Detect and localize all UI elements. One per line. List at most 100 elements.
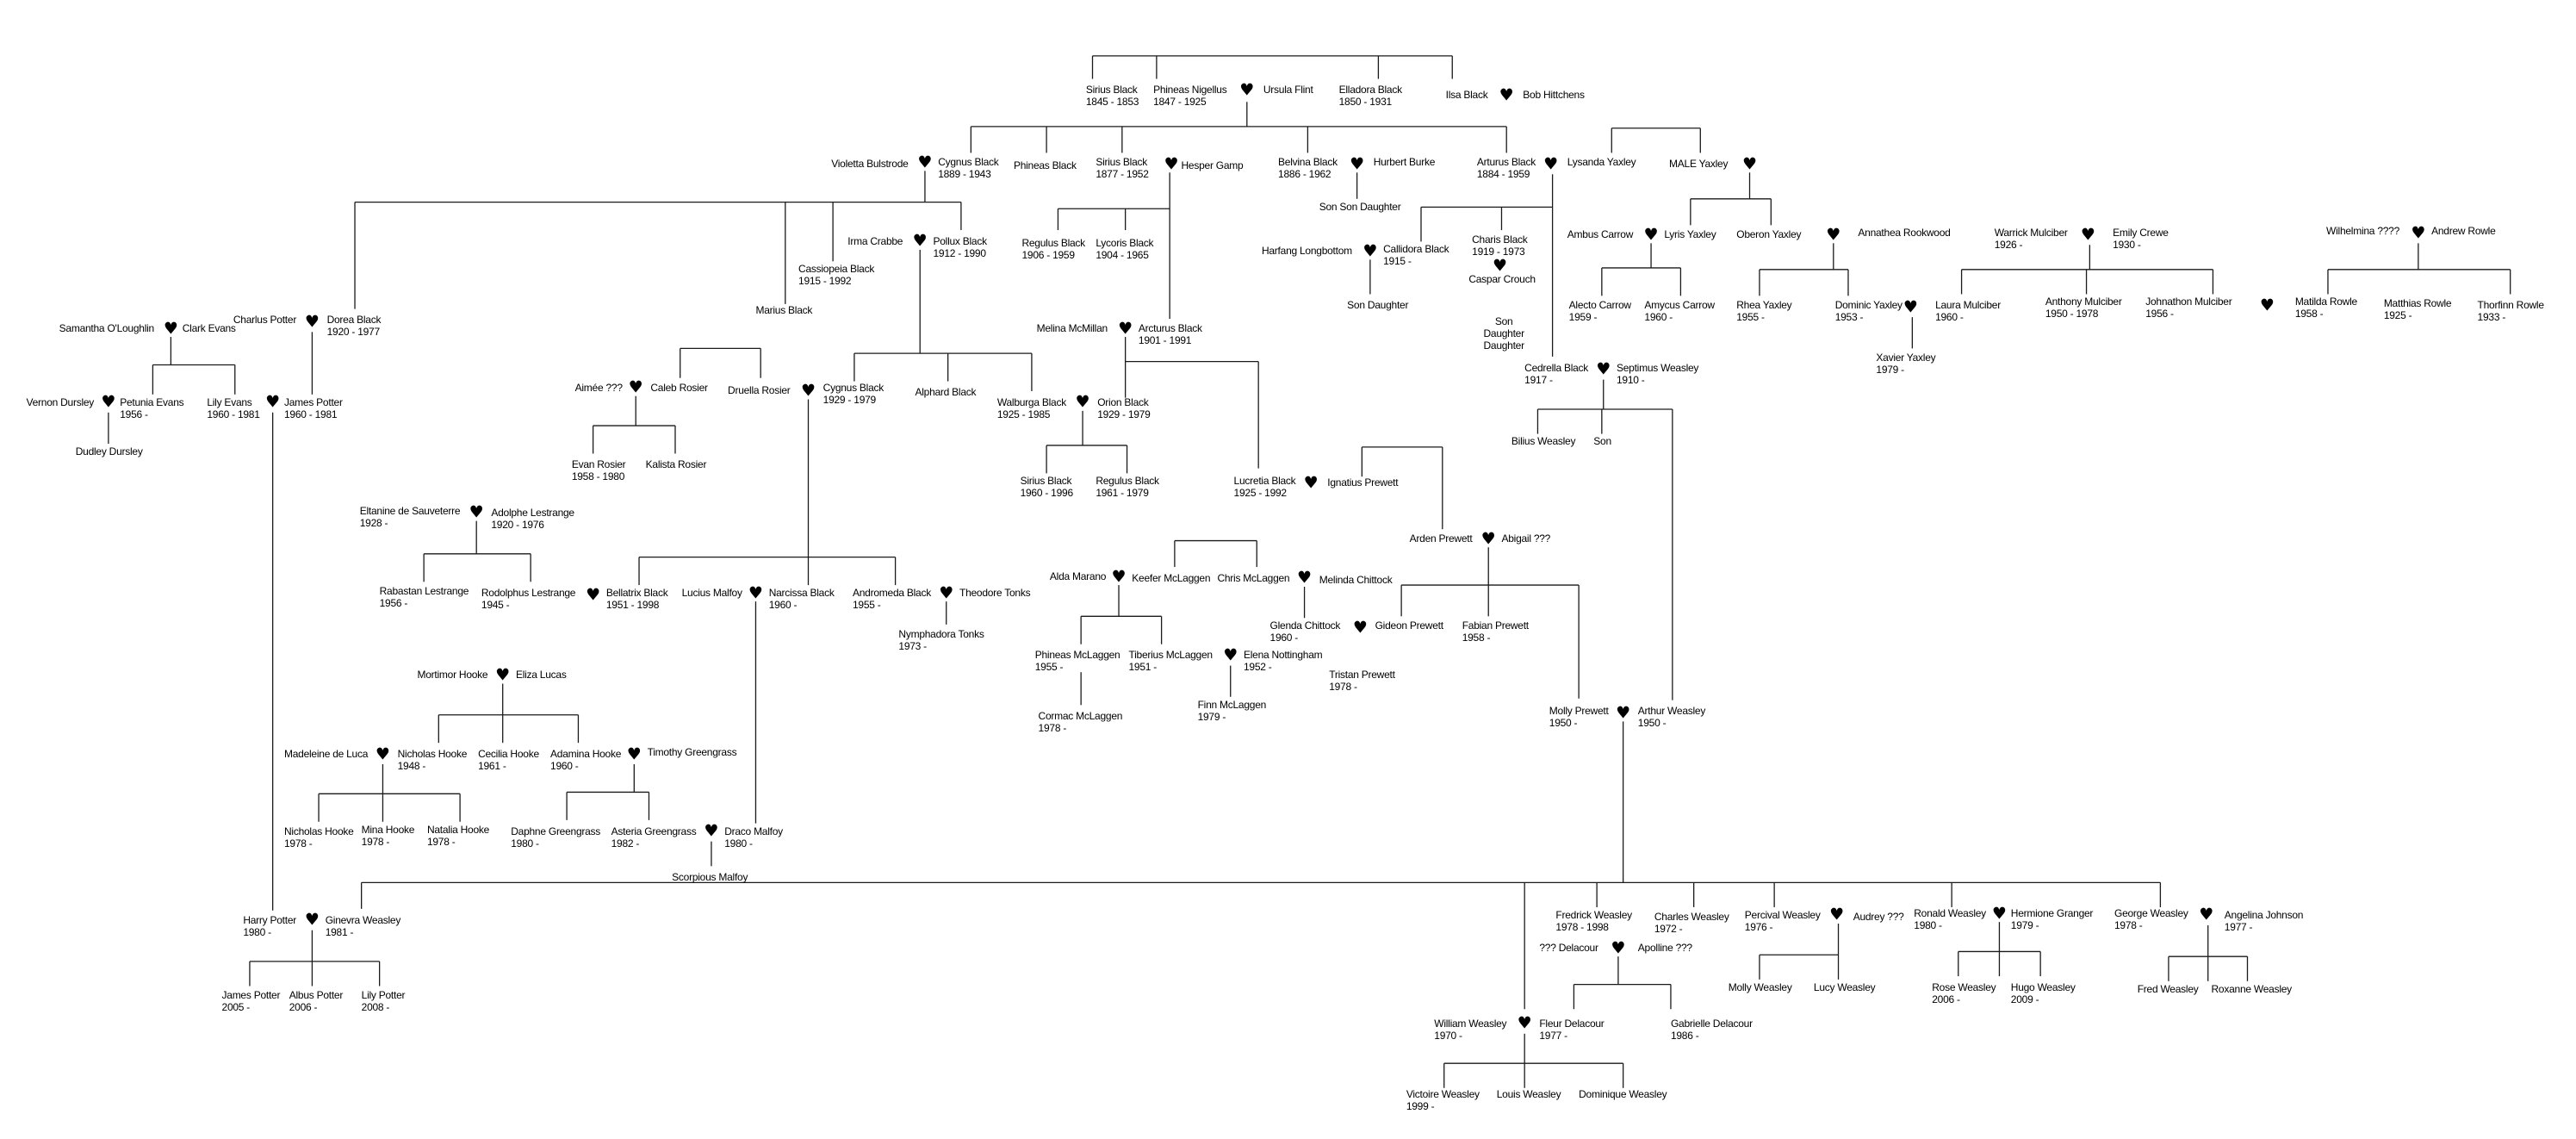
person-lifespan: 1972 - [1654,922,1683,935]
person-name: Regulus Black [1021,236,1085,249]
person-name: Oberon Yaxley [1736,228,1802,241]
person-node: Ignatius Prewett [1327,476,1398,489]
person-name: Phineas Nigellus [1153,84,1227,96]
heart-icon: ♥ [1350,154,1365,174]
heart-icon: ♥ [1164,154,1179,174]
person-lifespan: 1920 - 1977 [326,326,381,339]
person-name: Andromeda Black [853,586,931,599]
person-name: Bellatrix Black [605,586,668,599]
person-node: Andrew Rowle [2431,225,2496,238]
heart-icon: ♥ [704,821,719,841]
person-lifespan: 1976 - [1744,920,1773,933]
person-lifespan: 1979 - [1197,710,1226,723]
person-lifespan: 1950 - [1549,717,1578,730]
person-node: Timothy Greengrass [648,746,737,758]
person-lifespan: 1929 - 1979 [822,393,877,406]
person-node: Dudley Dursley [76,445,143,457]
heart-icon: ♥ [2411,223,2426,243]
person-node: Lucy Weasley [1814,981,1876,993]
person-node: Audrey ??? [1853,911,1904,923]
heart-icon: ♥ [1493,256,1508,276]
person-name: Madeleine de Luca [284,747,369,760]
person-lifespan: 1955 - [1034,661,1064,674]
person-name: Nymphadora Tonks [898,627,984,640]
person-name: Dominique Weasley [1579,1087,1667,1100]
person-name: Harry Potter [243,913,296,926]
person-lifespan: 1847 - 1925 [1153,96,1207,109]
person-name: Clark Evans [182,321,236,334]
heart-icon: ♥ [265,392,281,412]
person-lifespan: 1956 - [2145,308,2174,321]
person-name: Asteria Greengrass [611,825,697,837]
person-lifespan: 1845 - 1853 [1085,96,1139,109]
person-name: Cygnus Black [822,381,885,394]
person-name: Annathea Rookwood [1858,227,1951,240]
heart-icon: ♥ [1741,154,1758,174]
person-node: Irma Crabbe [847,235,903,247]
person-name: MALE Yaxley [1669,158,1729,171]
heart-icon: ♥ [1303,473,1319,493]
heart-icon: ♥ [1499,85,1514,105]
heart-icon: ♥ [304,910,320,930]
person-lifespan: 1980 - [511,837,539,850]
person-node: Alphard Black [915,386,976,398]
person-lifespan: 1979 - [1876,364,1904,377]
person-name: Andrew Rowle [2431,225,2496,238]
person-name: Ambus Carrow [1567,228,1634,241]
person-name: Pollux Black [933,234,987,247]
person-lifespan: 1956 - [379,597,408,610]
person-lifespan: 1950 - [1637,717,1667,730]
person-name: Lucretia Black [1233,475,1296,488]
person-name: Arturus Black [1476,156,1536,169]
person-lifespan: 2009 - [2010,993,2039,1005]
person-name: Son Daughter Daughter [1483,315,1524,352]
heart-icon: ♥ [912,231,928,251]
person-name: Son Daughter [1347,299,1409,312]
person-name: Petunia Evans [120,395,184,408]
person-lifespan: 2005 - [221,1001,251,1014]
person-name: Regulus Black [1096,475,1159,488]
heart-icon: ♥ [1826,225,1841,245]
person-name: Charis Black [1472,233,1528,246]
person-node: Keefer McLaggen [1132,572,1210,584]
person-lifespan: 1910 - [1617,373,1645,386]
person-name: Emily Crewe [2113,227,2169,240]
person-name: Dominic Yaxley [1834,299,1903,312]
person-name: Alda Marano [1049,570,1107,582]
person-lifespan: 1951 - [1128,661,1157,674]
person-lifespan: 1884 - 1959 [1476,168,1530,181]
person-name: Caspar Crouch [1468,272,1536,285]
person-node: Vernon Dursley [27,396,95,408]
heart-icon: ♥ [1903,297,1918,317]
person-name: Adamina Hooke [550,747,622,760]
person-name: Septimus Weasley [1617,361,1699,374]
person-name: Cassiopeia Black [798,263,875,276]
heart-icon: ♥ [1596,359,1611,379]
person-name: Rose Weasley [1932,980,1996,993]
person-node: Melina McMillan [1037,322,1108,334]
person-name: Dorea Black [326,314,382,327]
person-name: Eltanine de Sauveterre [359,504,461,517]
person-node: Melinda Chittock [1319,574,1393,586]
person-name: Alecto Carrow [1568,299,1631,312]
person-lifespan: 2008 - [361,1001,390,1014]
person-name: Lysanda Yaxley [1567,156,1636,169]
